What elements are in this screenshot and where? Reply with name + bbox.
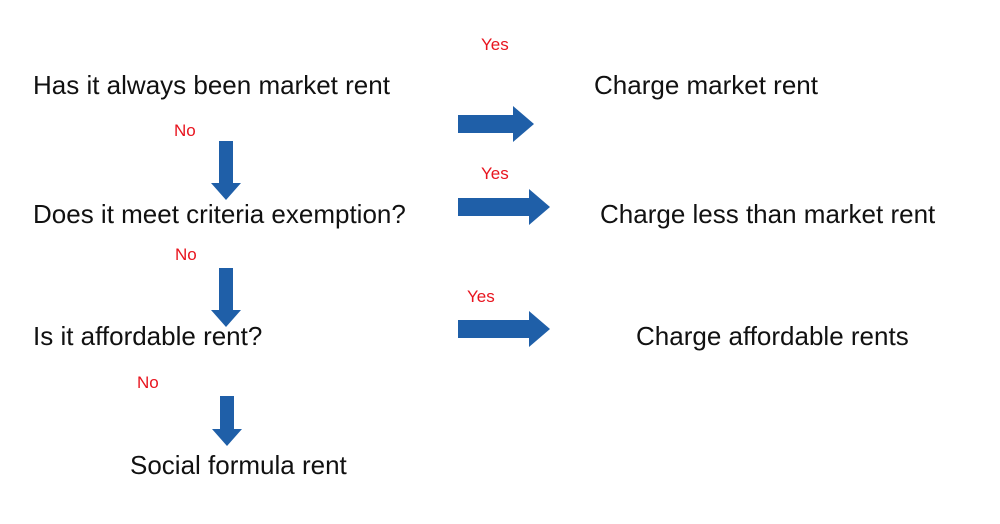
down-arrow-icon [211,141,241,200]
no-label-2: No [175,245,197,264]
outcome-charge-affordable-rents: Charge affordable rents [636,321,909,351]
question-criteria-exemption: Does it meet criteria exemption? [33,199,406,229]
right-arrow-icon [458,106,534,142]
outcome-charge-market-rent: Charge market rent [594,70,818,100]
yes-label-3: Yes [467,287,495,306]
no-label-1: No [174,121,196,140]
right-arrow-icon [458,311,550,347]
yes-label-1: Yes [481,35,509,54]
question-market-rent: Has it always been market rent [33,70,390,100]
outcome-social-formula-rent: Social formula rent [130,450,347,480]
down-arrow-icon [212,396,242,446]
no-label-3: No [137,373,159,392]
question-affordable-rent: Is it affordable rent? [33,321,263,351]
down-arrow-icon [211,268,241,327]
right-arrow-icon [458,189,550,225]
outcome-charge-less-than-market-rent: Charge less than market rent [600,199,936,229]
yes-label-2: Yes [481,164,509,183]
